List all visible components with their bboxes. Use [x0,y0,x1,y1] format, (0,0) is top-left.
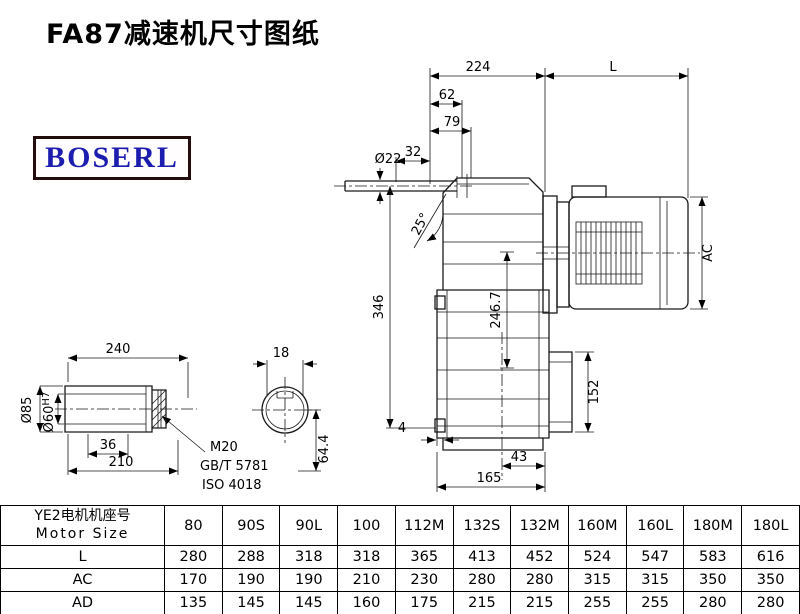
motor-size-cell: 160M [568,505,627,546]
motor-size-cell: 100 [337,505,396,546]
dim-346: 346 [372,295,387,320]
motor-size-cell: 132M [510,505,570,546]
value-cell: 160 [337,591,396,614]
motor-size-cell: 180M [683,505,743,546]
value-cell: 230 [394,568,454,592]
logo-text: BOSERL [45,141,179,174]
motor-size-cell: 90S [221,505,281,546]
row-label: AC [0,568,165,592]
dimension-lines [36,72,706,491]
dim-240: 240 [106,342,131,357]
value-cell: 255 [625,591,685,614]
value-cell: 413 [452,545,512,569]
value-cell: 318 [279,545,339,569]
value-cell: 190 [221,568,281,592]
row-label: AD [0,591,165,614]
motor-size-header: YE2电机机座号 Motor Size [0,505,165,546]
dim-79: 79 [444,115,461,130]
motor-size-cell: 132S [452,505,512,546]
value-cell: 288 [221,545,281,569]
dim-dia85: Ø85 [20,397,35,424]
dim-dia22: Ø22 [375,152,402,167]
motor-size-cell: 180L [741,505,800,546]
dim-210: 210 [109,455,134,470]
value-cell: 255 [568,591,627,614]
output-shaft-detail [64,385,167,433]
shaft-cross-section [261,386,309,434]
extension-lines [40,68,708,492]
motor-size-header-en: Motor Size [35,525,130,542]
label-iso-standard: ISO 4018 [202,478,262,493]
motor-size-header-cn: YE2电机机座号 [34,508,131,524]
dim-246-7: 246.7 [489,291,504,328]
dim-32: 32 [405,145,422,160]
value-cell: 280 [510,568,570,592]
value-cell: 280 [741,591,800,614]
value-cell: 315 [568,568,627,592]
value-cell: 524 [568,545,627,569]
dim-64-4: 64.4 [317,435,332,464]
value-cell: 350 [741,568,800,592]
motor-size-cell: 80 [164,505,223,546]
label-gb-standard: GB/T 5781 [200,459,269,474]
dim-L: L [609,60,617,75]
dim-36: 36 [100,438,117,453]
page-title: FA87减速机尺寸图纸 [46,19,320,50]
dim-224: 224 [466,60,491,75]
value-cell: 190 [279,568,339,592]
dimension-labels: 224 L 62 79 32 Ø22 25° 346 246.7 AC 152 … [20,60,716,493]
input-shaft [344,180,457,192]
value-cell: 315 [625,568,685,592]
value-cell: 280 [683,591,743,614]
value-cell: 145 [221,591,281,614]
dim-62: 62 [439,88,456,103]
dim-165: 165 [477,471,502,486]
value-cell: 215 [510,591,570,614]
value-cell: 583 [683,545,743,569]
dim-dia60H7: Ø60H7 [41,392,57,433]
value-cell: 280 [452,568,512,592]
value-cell: 215 [452,591,512,614]
value-cell: 280 [164,545,223,569]
motor-size-cell: 90L [279,505,339,546]
label-m20: M20 [210,440,238,455]
dim-43: 43 [511,450,528,465]
value-cell: 365 [394,545,454,569]
dim-angle-25: 25° [409,211,433,238]
centerlines [55,185,700,480]
boserl-logo: BOSERL [33,136,191,180]
value-cell: 616 [741,545,800,569]
value-cell: 175 [394,591,454,614]
value-cell: 170 [164,568,223,592]
value-cell: 452 [510,545,570,569]
dim-152: 152 [587,380,602,405]
value-cell: 135 [164,591,223,614]
motor-size-cell: 112M [394,505,454,546]
value-cell: 145 [279,591,339,614]
dim-AC: AC [701,244,716,262]
motor [542,185,689,314]
motor-size-cell: 160L [625,505,685,546]
dim-18: 18 [273,346,290,361]
row-label: L [0,545,165,569]
dim-4: 4 [398,421,406,436]
value-cell: 318 [337,545,396,569]
value-cell: 547 [625,545,685,569]
value-cell: 350 [683,568,743,592]
value-cell: 210 [337,568,396,592]
